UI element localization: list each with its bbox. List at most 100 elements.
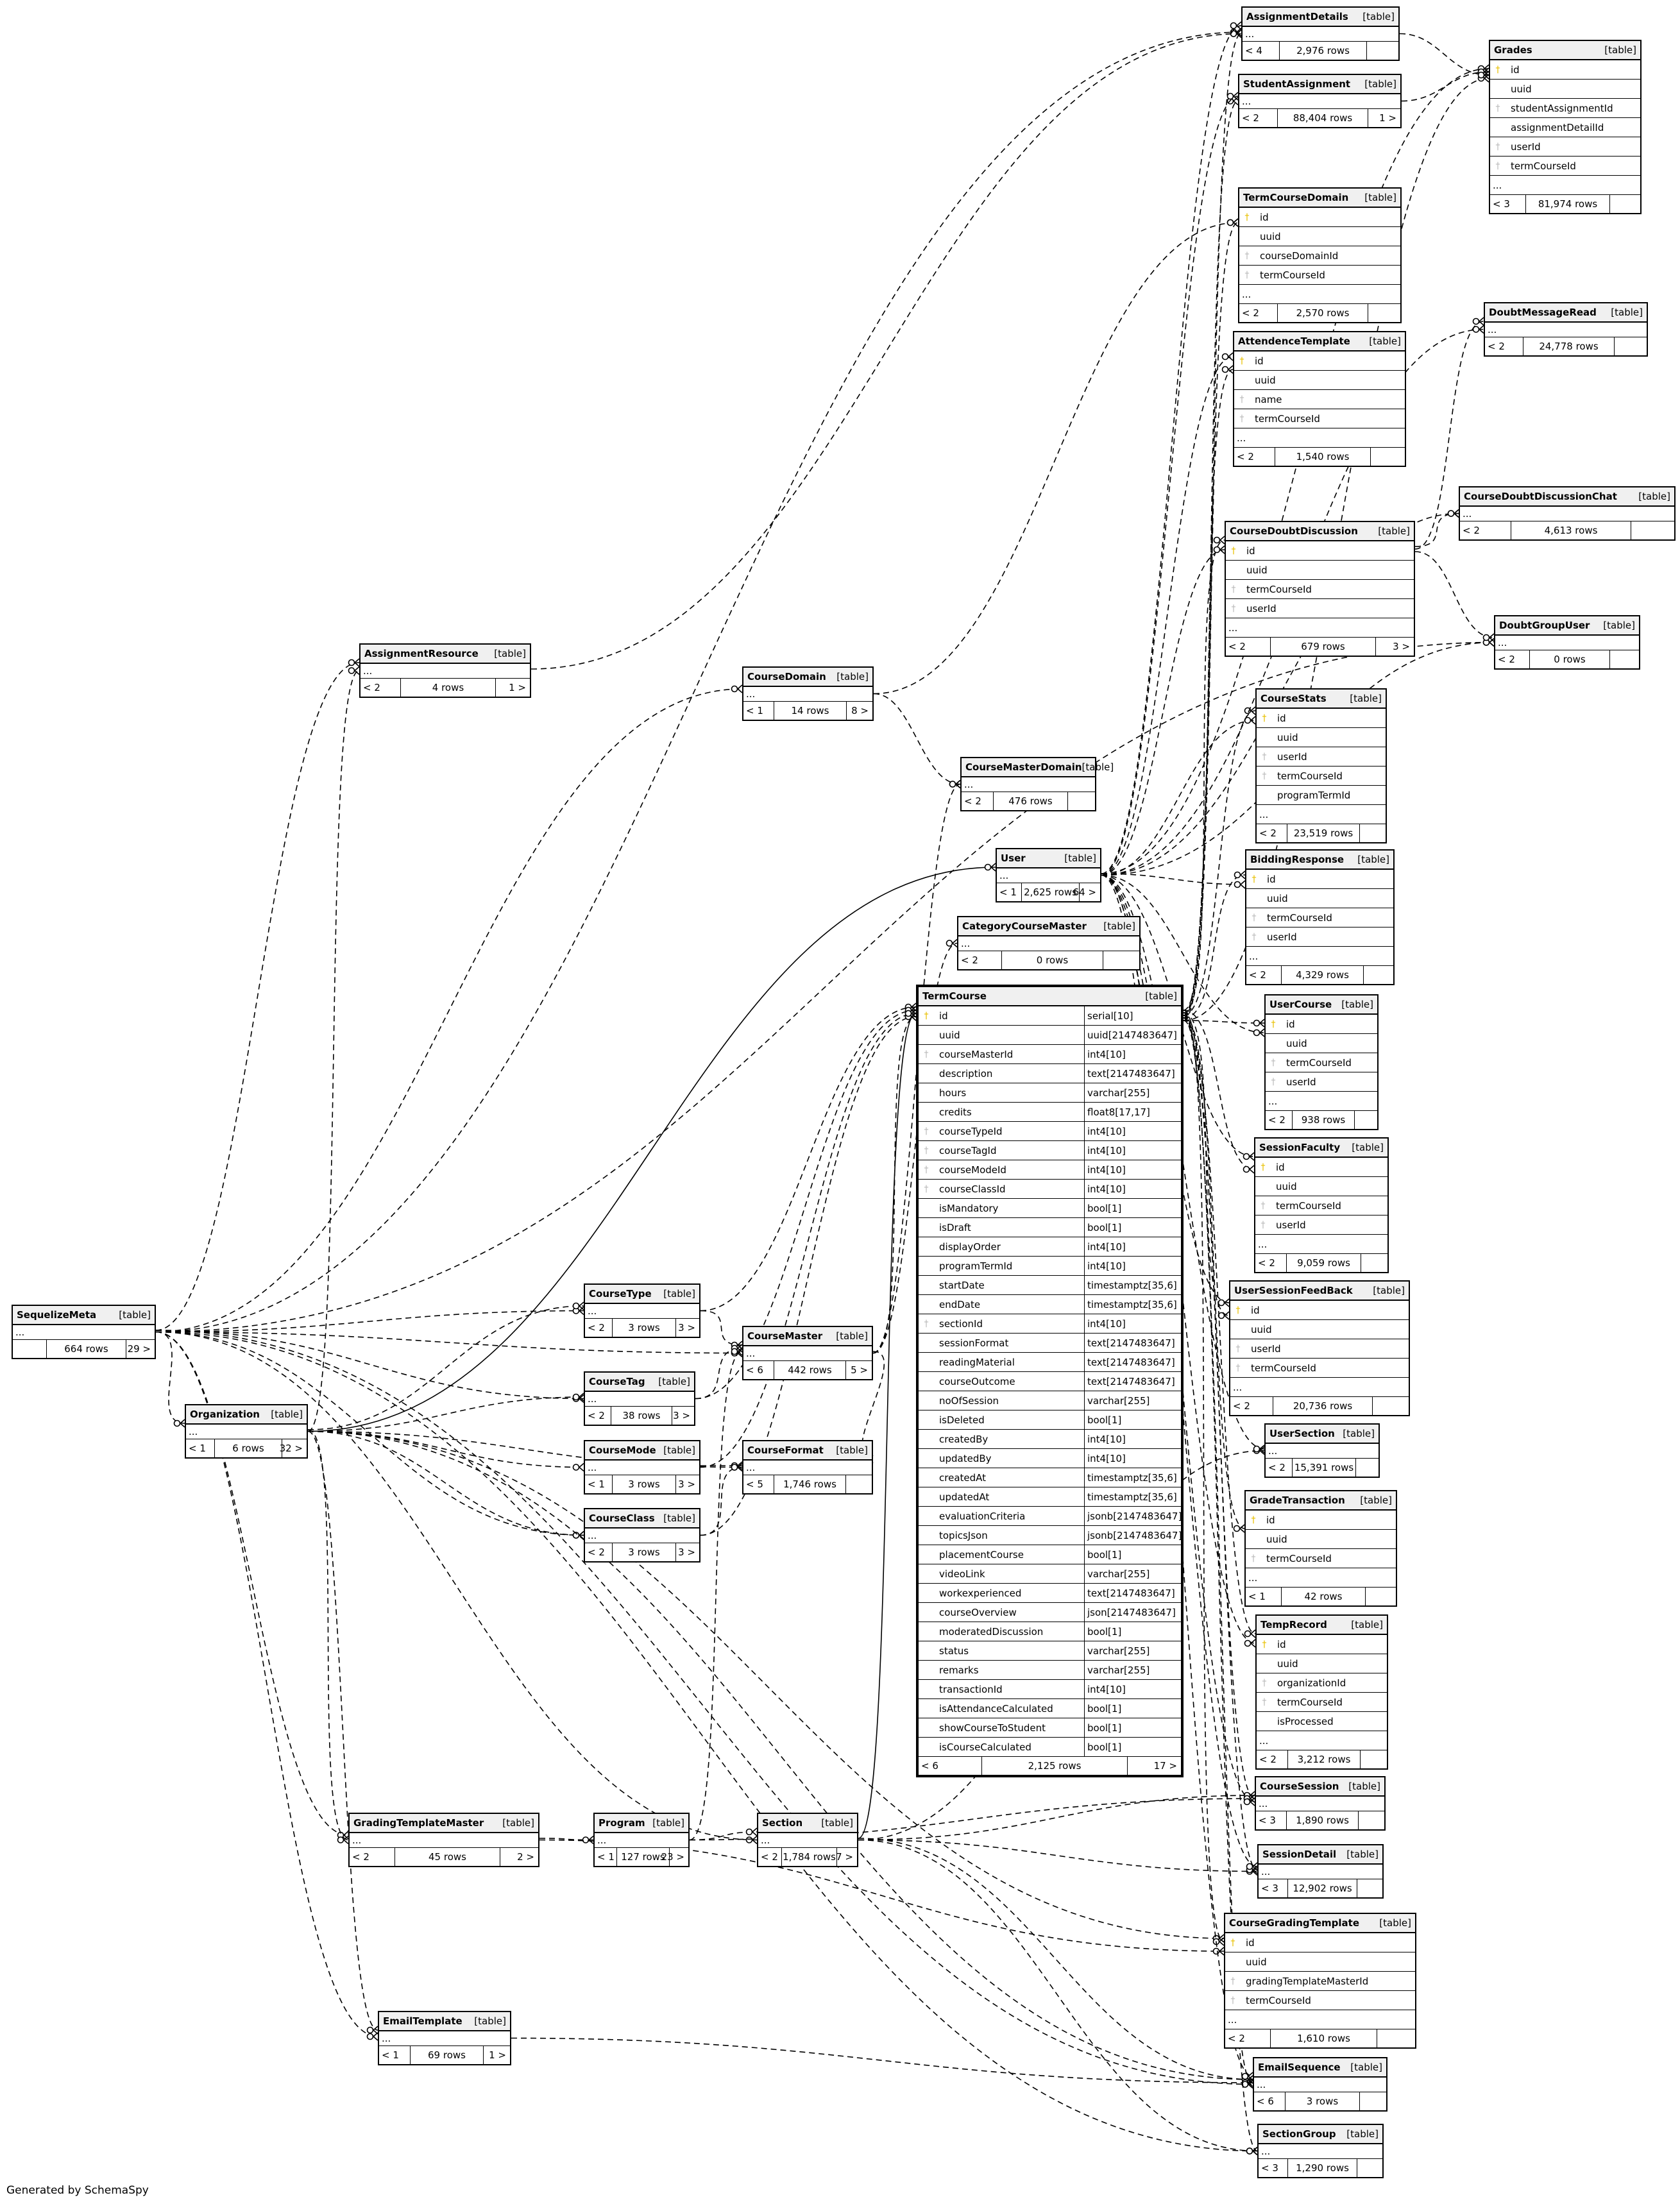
parent-count[interactable]: < 2: [1460, 521, 1511, 539]
parent-count[interactable]: < 3: [1259, 1879, 1288, 1897]
parent-count[interactable]: < 2: [1239, 109, 1278, 127]
child-count[interactable]: [846, 1475, 872, 1493]
child-count[interactable]: [1367, 42, 1398, 60]
child-count[interactable]: [1359, 1811, 1384, 1829]
parent-count[interactable]: < 2: [958, 951, 1002, 969]
child-count[interactable]: [1068, 792, 1095, 810]
child-count[interactable]: [1357, 1879, 1382, 1897]
parent-count[interactable]: < 2: [962, 792, 994, 810]
parent-count[interactable]: < 1: [743, 702, 774, 720]
child-count[interactable]: [1357, 2159, 1382, 2177]
parent-count[interactable]: < 5: [743, 1475, 774, 1493]
child-count[interactable]: [1371, 448, 1405, 466]
child-count[interactable]: 23 >: [661, 1851, 684, 1863]
parent-count[interactable]: < 2: [1266, 1111, 1293, 1129]
parent-count[interactable]: < 6: [1254, 2092, 1285, 2110]
child-count[interactable]: 1 >: [489, 2049, 506, 2061]
child-count[interactable]: [1373, 1397, 1409, 1415]
child-count[interactable]: 3 >: [678, 1546, 695, 1558]
child-count[interactable]: [1361, 1254, 1387, 1272]
child-count[interactable]: 3 >: [678, 1478, 695, 1490]
child-count[interactable]: 17 >: [1153, 1760, 1177, 1772]
parent-count[interactable]: [13, 1340, 47, 1358]
parent-count[interactable]: < 1: [1246, 1588, 1282, 1605]
child-count[interactable]: 3 >: [678, 1322, 695, 1334]
child-count[interactable]: 5 >: [851, 1364, 868, 1376]
child-count[interactable]: 7 >: [836, 1851, 853, 1863]
parent-count[interactable]: < 2: [758, 1848, 782, 1866]
parent-count[interactable]: < 2: [1266, 1459, 1293, 1477]
parent-count[interactable]: < 2: [1225, 2029, 1271, 2047]
parent-count[interactable]: < 2: [585, 1407, 611, 1425]
parent-count[interactable]: < 2: [585, 1319, 613, 1337]
parent-count[interactable]: < 3: [1259, 2159, 1288, 2177]
parent-count[interactable]: < 2: [585, 1543, 613, 1561]
parent-count[interactable]: < 2: [1485, 337, 1523, 355]
parent-count[interactable]: < 1: [595, 1848, 617, 1866]
child-count[interactable]: 1 >: [509, 682, 526, 693]
parent-count[interactable]: < 3: [1490, 195, 1526, 213]
child-count[interactable]: [1364, 966, 1393, 984]
child-count[interactable]: 2 >: [517, 1851, 534, 1863]
parent-count[interactable]: < 2: [1234, 448, 1275, 466]
parent-count[interactable]: < 1: [379, 2046, 411, 2064]
parent-count[interactable]: < 2: [1255, 1254, 1287, 1272]
child-count[interactable]: [1610, 195, 1640, 213]
child-count[interactable]: 3 >: [1393, 641, 1410, 652]
child-count[interactable]: 1 >: [1379, 112, 1396, 124]
child-count[interactable]: [1615, 337, 1647, 355]
parent-count[interactable]: < 1: [585, 1475, 613, 1493]
parent-count[interactable]: < 6: [743, 1361, 774, 1379]
parent-count[interactable]: < 6: [919, 1757, 982, 1775]
parent-count[interactable]: < 2: [1230, 1397, 1273, 1415]
parent-count[interactable]: < 2: [1226, 638, 1271, 656]
parent-count[interactable]: < 2: [1246, 966, 1282, 984]
child-count[interactable]: [1361, 1750, 1387, 1768]
child-count[interactable]: 3 >: [673, 1410, 690, 1421]
child-count[interactable]: [1368, 304, 1400, 322]
child-count[interactable]: [1355, 1111, 1377, 1129]
child-count[interactable]: 32 >: [279, 1443, 303, 1454]
child-count[interactable]: [1610, 650, 1639, 668]
parent-count[interactable]: < 3: [1256, 1811, 1287, 1829]
parent-count[interactable]: < 1: [186, 1439, 215, 1457]
parent-count[interactable]: < 2: [350, 1848, 395, 1866]
child-count[interactable]: [1377, 2029, 1415, 2047]
parent-count[interactable]: < 1: [997, 883, 1022, 901]
parent-count[interactable]: < 2: [1257, 1750, 1288, 1768]
